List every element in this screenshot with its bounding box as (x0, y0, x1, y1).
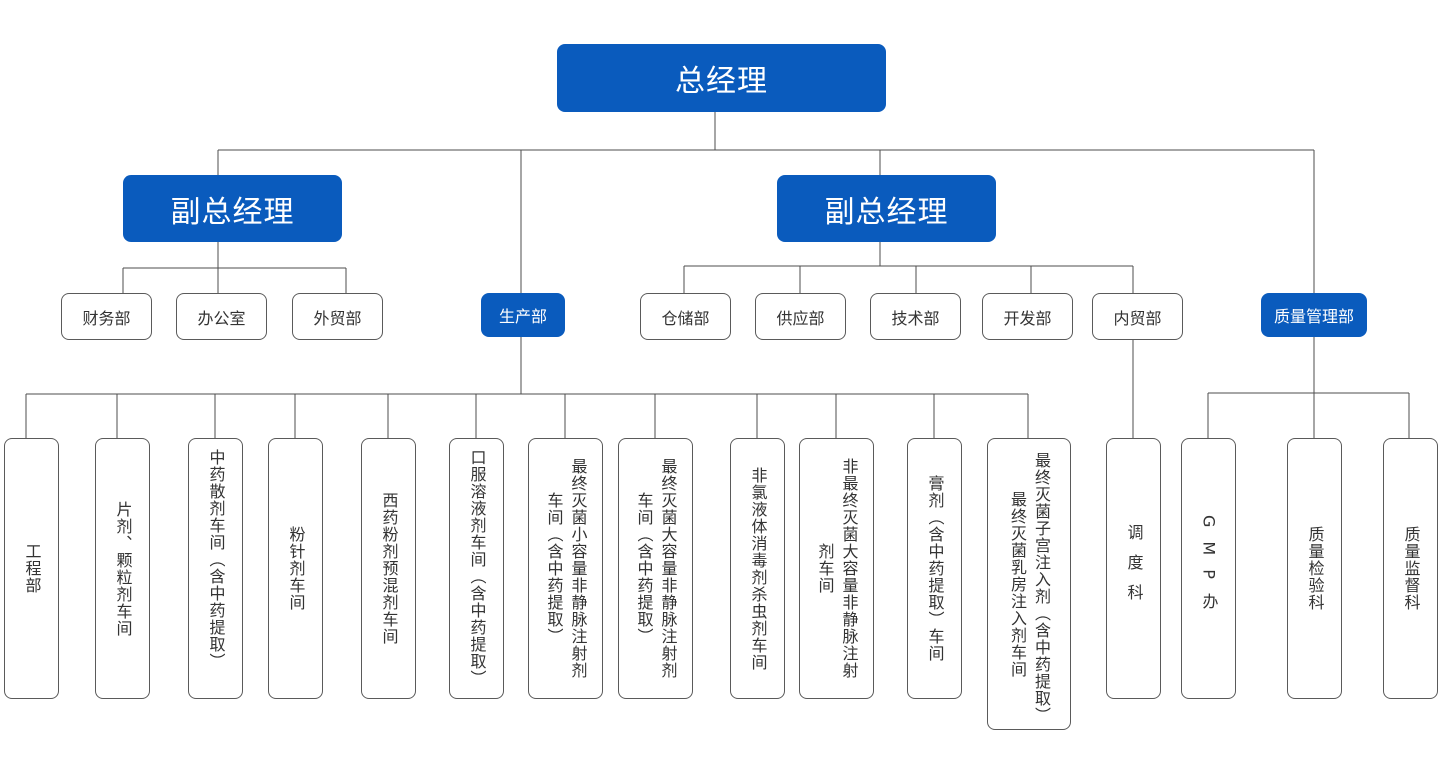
gmp-office[interactable]: GMP办 (1181, 438, 1236, 699)
dept-quality-management[interactable]: 质量管理部 (1261, 293, 1367, 337)
workshop-disinfectant-insecticide[interactable]: 非氯液体消毒剂杀虫剂车间 (730, 438, 785, 699)
dept-warehouse-label: 仓储部 (661, 308, 710, 328)
workshop-label: 最终灭菌大容量非静脉注射剂车间（含中药提取） (634, 458, 678, 679)
workshop-label: 口服溶液剂车间（含中药提取） (467, 449, 487, 687)
workshop-tablet-granule[interactable]: 片剂、颗粒剂车间 (95, 438, 150, 699)
dept-technology-label: 技术部 (891, 308, 940, 328)
workshop-intrauterine-intramammary[interactable]: 最终灭菌子宫注入剂（含中药提取）最终灭菌乳房注入剂车间 (987, 438, 1071, 730)
dispatch-section[interactable]: 调度科 (1106, 438, 1161, 699)
gmp-office-label: GMP办 (1199, 514, 1219, 623)
workshop-label: 最终灭菌子宫注入剂（含中药提取）最终灭菌乳房注入剂车间 (1008, 452, 1051, 716)
dept-finance-label: 财务部 (82, 308, 131, 328)
workshop-label: 最终灭菌小容量非静脉注射剂车间（含中药提取） (544, 458, 588, 679)
workshop-nonterminal-large-injection[interactable]: 非最终灭菌大容量非静脉注射剂车间 (799, 438, 874, 699)
dept-finance[interactable]: 财务部 (61, 293, 152, 340)
dept-technology[interactable]: 技术部 (870, 293, 961, 340)
deputy-manager-right-label: 副总经理 (824, 194, 949, 230)
workshop-small-volume-injection[interactable]: 最终灭菌小容量非静脉注射剂车间（含中药提取） (528, 438, 603, 699)
dept-domestic-trade-label: 内贸部 (1113, 308, 1162, 328)
deputy-manager-left-box[interactable]: 副总经理 (123, 175, 342, 242)
dept-quality-management-label: 质量管理部 (1273, 307, 1354, 326)
dept-development[interactable]: 开发部 (982, 293, 1073, 340)
dept-development-label: 开发部 (1003, 308, 1052, 328)
workshop-western-premix[interactable]: 西药粉剂预混剂车间 (361, 438, 416, 699)
workshop-label: 非最终灭菌大容量非静脉注射剂车间 (815, 458, 859, 679)
quality-inspection-section[interactable]: 质量检验科 (1287, 438, 1342, 699)
dept-supply[interactable]: 供应部 (755, 293, 846, 340)
dept-foreign-trade[interactable]: 外贸部 (292, 293, 383, 340)
dept-warehouse[interactable]: 仓储部 (640, 293, 731, 340)
general-manager-box[interactable]: 总经理 (557, 44, 886, 112)
workshop-ointment[interactable]: 膏剂（含中药提取）车间 (907, 438, 962, 699)
dept-production-label: 生产部 (498, 307, 547, 326)
quality-supervision-section[interactable]: 质量监督科 (1383, 438, 1438, 699)
dept-domestic-trade[interactable]: 内贸部 (1092, 293, 1183, 340)
quality-inspection-label: 质量检验科 (1305, 526, 1325, 611)
deputy-manager-left-label: 副总经理 (170, 194, 295, 230)
workshop-label: 粉针剂车间 (286, 526, 306, 611)
workshop-label: 西药粉剂预混剂车间 (379, 492, 399, 645)
dept-foreign-trade-label: 外贸部 (313, 308, 362, 328)
dispatch-section-label: 调度科 (1124, 523, 1144, 614)
deputy-manager-right-box[interactable]: 副总经理 (777, 175, 996, 242)
dept-production[interactable]: 生产部 (481, 293, 565, 337)
workshop-label: 中药散剂车间（含中药提取） (206, 449, 226, 670)
workshop-label: 非氯液体消毒剂杀虫剂车间 (748, 466, 768, 671)
dept-supply-label: 供应部 (776, 308, 825, 328)
workshop-oral-solution[interactable]: 口服溶液剂车间（含中药提取） (449, 438, 504, 699)
workshop-tcm-powder[interactable]: 中药散剂车间（含中药提取） (188, 438, 243, 699)
dept-office[interactable]: 办公室 (176, 293, 267, 340)
quality-supervision-label: 质量监督科 (1401, 526, 1421, 611)
workshop-label: 膏剂（含中药提取）车间 (925, 475, 945, 662)
workshop-powder-injection[interactable]: 粉针剂车间 (268, 438, 323, 699)
workshop-label: 工程部 (22, 543, 42, 594)
workshop-large-volume-injection[interactable]: 最终灭菌大容量非静脉注射剂车间（含中药提取） (618, 438, 693, 699)
dept-office-label: 办公室 (197, 308, 246, 328)
workshop-engineering[interactable]: 工程部 (4, 438, 59, 699)
workshop-label: 片剂、颗粒剂车间 (113, 500, 133, 637)
general-manager-label: 总经理 (675, 64, 768, 99)
